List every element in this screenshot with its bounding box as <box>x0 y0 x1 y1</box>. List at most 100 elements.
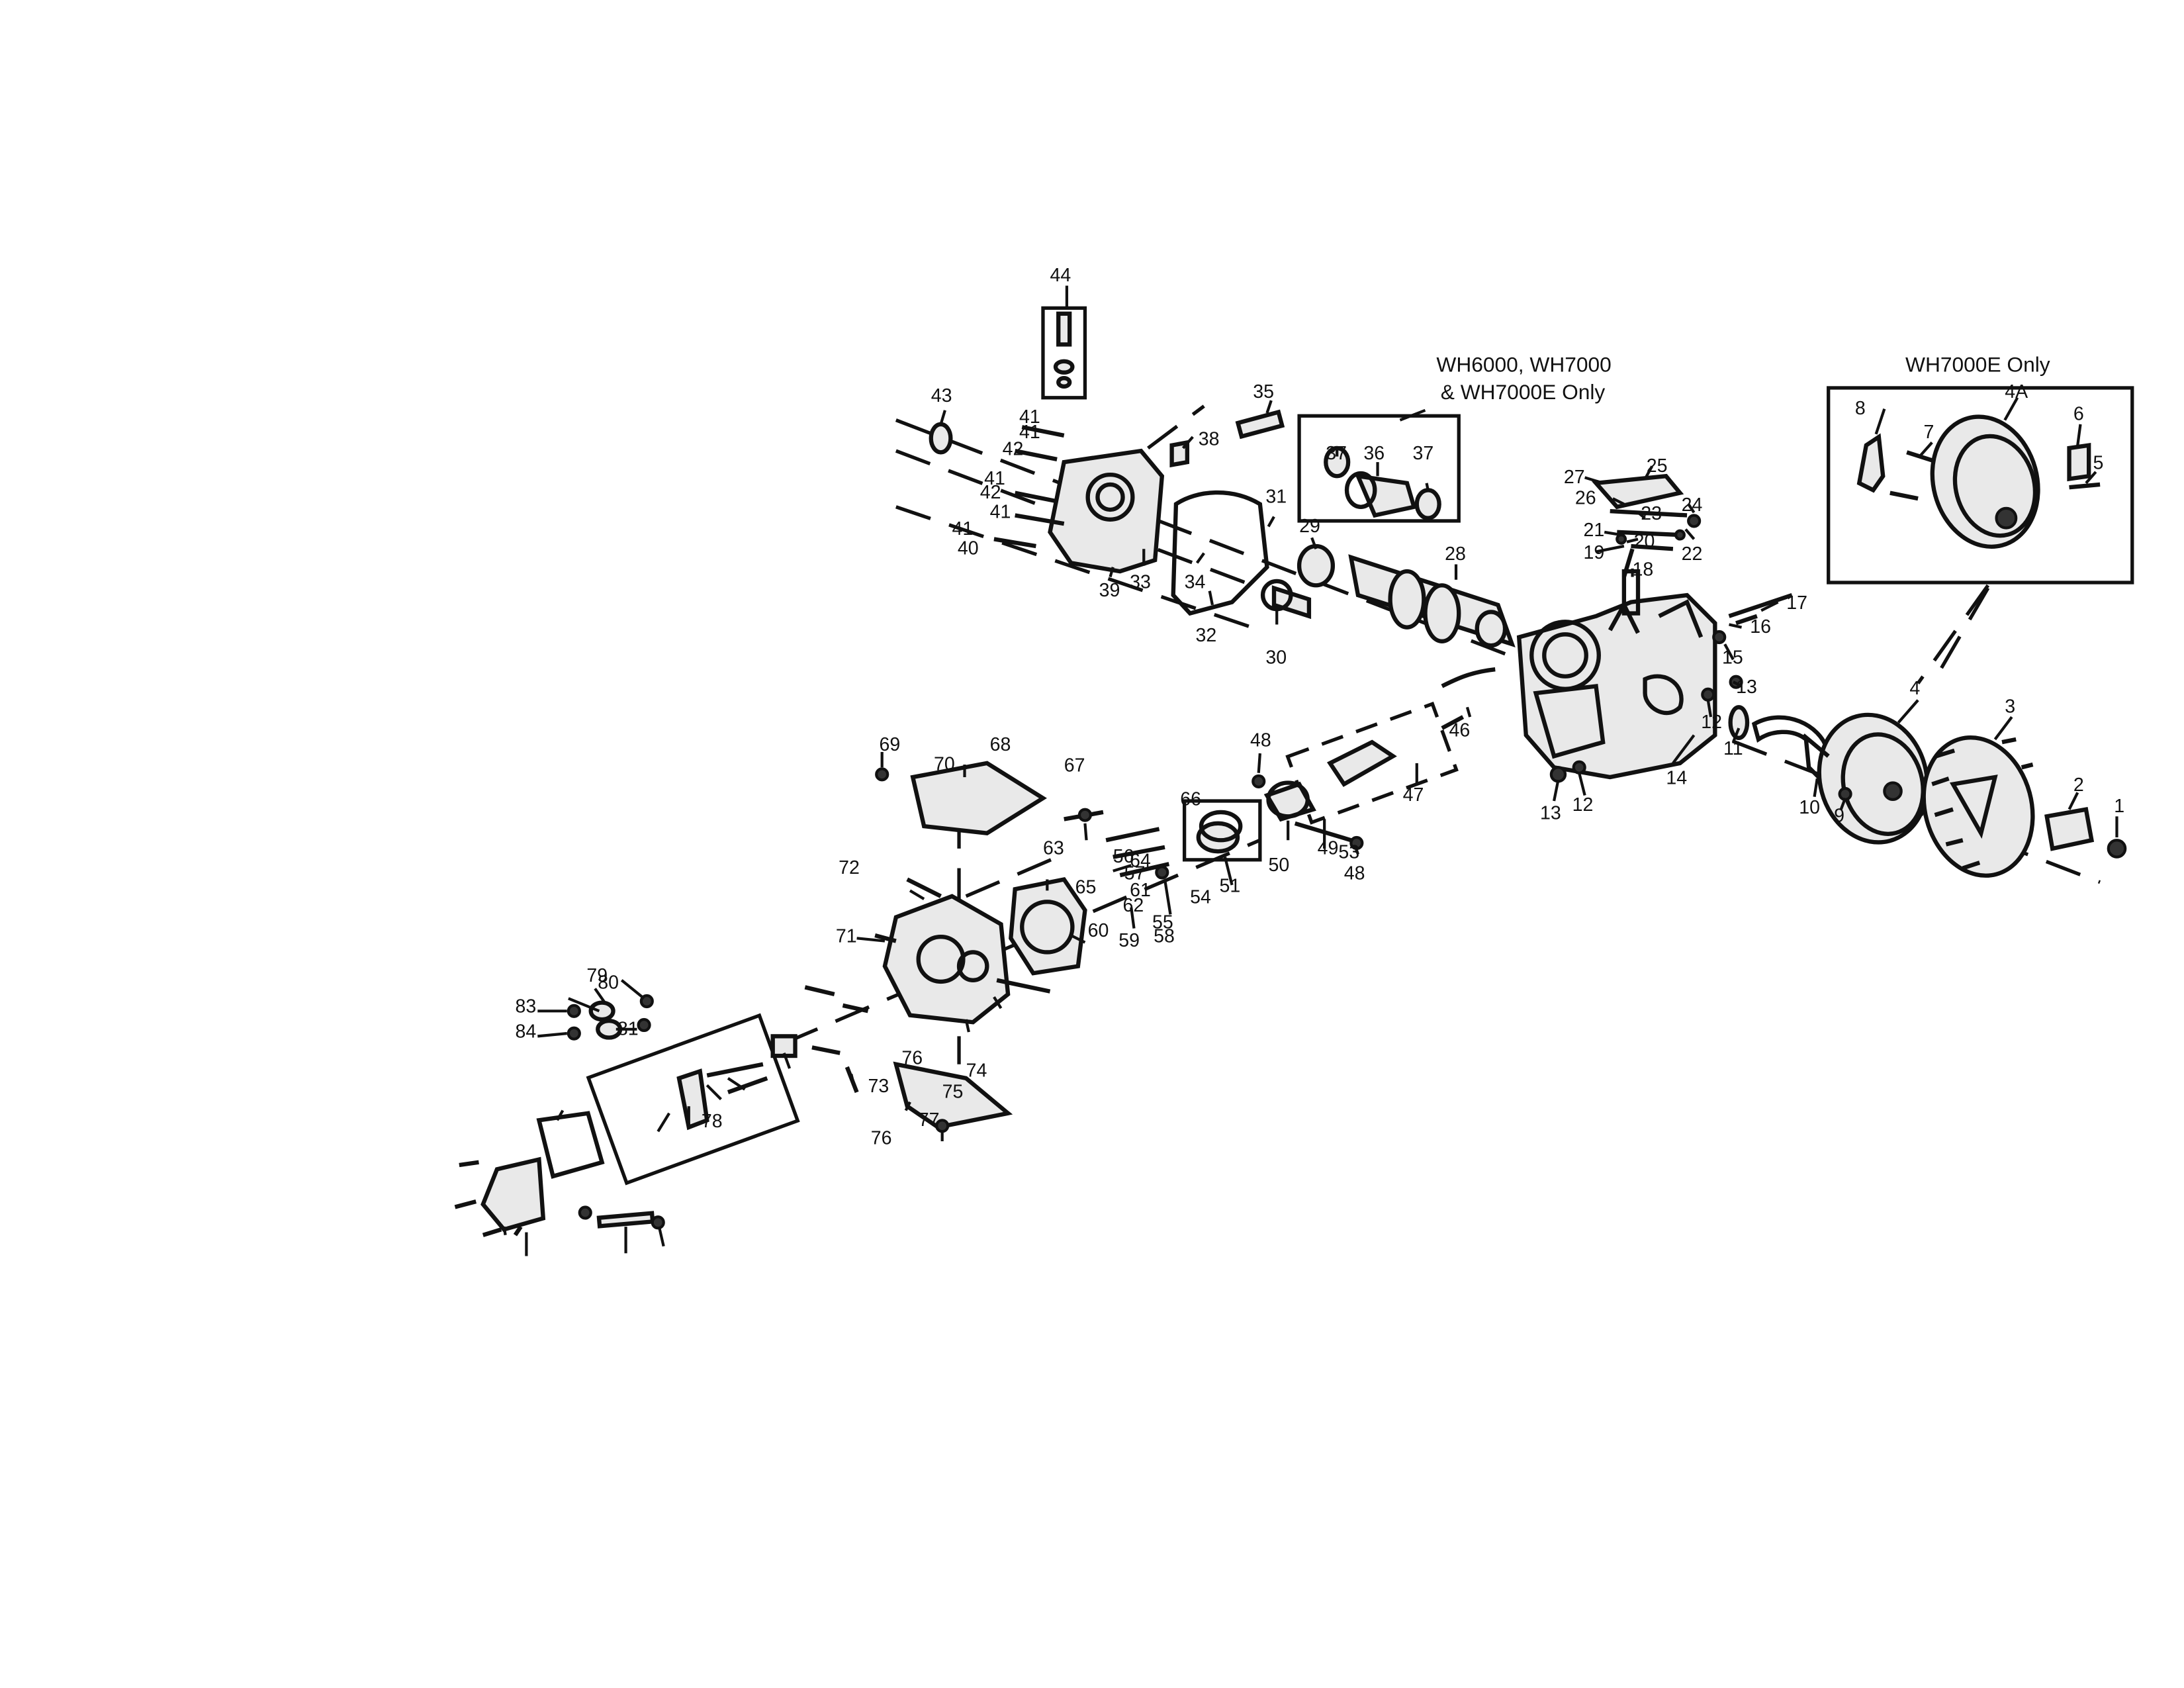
part-label: 76 <box>901 1048 923 1069</box>
wh6000-option-box <box>1297 414 1461 523</box>
part-label: 7 <box>1924 422 1934 443</box>
part-label: 43 <box>931 385 952 406</box>
spacer-box <box>1041 306 1087 400</box>
wh7000e-option-box <box>1827 386 2134 585</box>
part-label: 24 <box>1682 494 1703 516</box>
part-label: 75 <box>942 1081 964 1102</box>
part-label: 44 <box>1050 265 1071 286</box>
part-label: 64 <box>1130 850 1151 871</box>
part-label: 40 <box>958 538 979 559</box>
part-label: 60 <box>1088 920 1109 941</box>
part-label: 42 <box>980 482 1001 503</box>
part-label: 84 <box>515 1021 536 1043</box>
valve-cover <box>454 1111 665 1237</box>
part-label: 51 <box>1220 876 1241 897</box>
part-label: 41 <box>1019 422 1040 443</box>
part-label: 77 <box>919 1109 940 1131</box>
part-label: 42 <box>1003 439 1024 460</box>
part-label: 55 <box>1152 912 1173 933</box>
part-label: 67 <box>1064 755 1085 776</box>
part-label: 30 <box>1265 647 1287 669</box>
part-label: 73 <box>868 1076 889 1097</box>
part-label: 70 <box>934 753 955 774</box>
part-label: 72 <box>839 857 860 878</box>
part-label: 76 <box>871 1127 892 1149</box>
part-label: 80 <box>598 972 619 993</box>
part-label: 33 <box>1130 571 1151 592</box>
part-label: 15 <box>1722 647 1743 669</box>
part-label: 2 <box>2073 774 2084 796</box>
part-label: 47 <box>1403 784 1424 806</box>
part-label: 57 <box>1124 863 1146 884</box>
part-label: 41 <box>990 502 1011 523</box>
part-label: 56 <box>1113 846 1134 867</box>
part-label: 17 <box>1786 592 1807 614</box>
note-wh7000e-only: WH7000E Only <box>1905 353 2050 377</box>
part-label: 21 <box>1584 520 1605 541</box>
part-label: 69 <box>879 734 900 755</box>
part-label: 11 <box>1723 738 1743 759</box>
part-label: 78 <box>702 1111 723 1132</box>
crankcase-block <box>1516 569 1750 783</box>
part-label: 4 <box>1909 678 1920 699</box>
part-label: 41 <box>952 518 973 539</box>
part-label: 1 <box>2114 796 2124 817</box>
part-label: 23 <box>1641 503 1662 524</box>
part-label: 71 <box>836 926 857 947</box>
part-label: 6 <box>2073 404 2084 425</box>
part-label: 18 <box>1633 559 1654 580</box>
part-label: 4A <box>2005 381 2028 402</box>
part-label: 37 <box>1412 443 1433 464</box>
part-label: 62 <box>1123 895 1144 916</box>
part-label: 63 <box>1043 837 1064 859</box>
part-label: 65 <box>1075 877 1097 898</box>
part-label: 39 <box>1099 580 1120 601</box>
part-label: 12 <box>1701 712 1722 733</box>
note-wh6000-line2: & WH7000E Only <box>1441 380 1606 404</box>
governor-parts <box>1441 473 1793 688</box>
part-label: 46 <box>1449 720 1470 741</box>
part-label: 41 <box>1019 406 1040 428</box>
part-label: 8 <box>1855 398 1866 419</box>
part-label: 27 <box>1564 467 1585 488</box>
part-label: 48 <box>1344 863 1365 884</box>
part-label: 31 <box>1265 486 1287 507</box>
crankcase-cover <box>929 311 1285 616</box>
part-label: 74 <box>966 1060 987 1082</box>
part-label: 10 <box>1799 797 1820 818</box>
part-label: 50 <box>1269 855 1290 876</box>
balancer-parts <box>1324 445 1441 520</box>
part-label: 53 <box>1338 842 1359 863</box>
part-label: 38 <box>1199 429 1220 450</box>
part-label: 3 <box>2005 696 2015 718</box>
note-wh6000-line1: WH6000, WH7000 <box>1436 353 1611 377</box>
part-label: 54 <box>1190 886 1211 908</box>
part-label: 32 <box>1196 625 1217 646</box>
part-label: 41 <box>984 468 1005 489</box>
part-label: 34 <box>1185 571 1206 592</box>
part-label: 37 <box>1326 443 1347 464</box>
valve-rocker-box <box>586 1013 800 1186</box>
part-label: 12 <box>1572 794 1594 816</box>
part-label: 14 <box>1666 768 1687 789</box>
part-label: 22 <box>1682 543 1703 565</box>
part-label: 26 <box>1575 488 1596 509</box>
piston-rod <box>1196 739 1397 854</box>
part-label: 25 <box>1647 455 1668 477</box>
part-label: 5 <box>2093 453 2104 474</box>
part-label: 29 <box>1299 516 1320 537</box>
part-label: 61 <box>1130 880 1151 901</box>
part-label: 28 <box>1445 543 1466 565</box>
valve-train <box>567 994 797 1131</box>
part-label: 49 <box>1318 837 1339 859</box>
part-label: 58 <box>1154 926 1175 947</box>
part-label: 59 <box>1118 930 1140 951</box>
part-label: 83 <box>515 996 536 1017</box>
part-number-labels: 1 2 3 4 4A 5 6 7 8 9 10 11 12 12 13 13 1… <box>515 265 2124 1149</box>
flywheel-assembly <box>1751 712 2127 878</box>
part-label: 66 <box>1180 788 1201 810</box>
crankshaft <box>1260 543 1516 648</box>
part-label: 9 <box>1834 806 1844 827</box>
misc-parts <box>1441 548 1830 758</box>
